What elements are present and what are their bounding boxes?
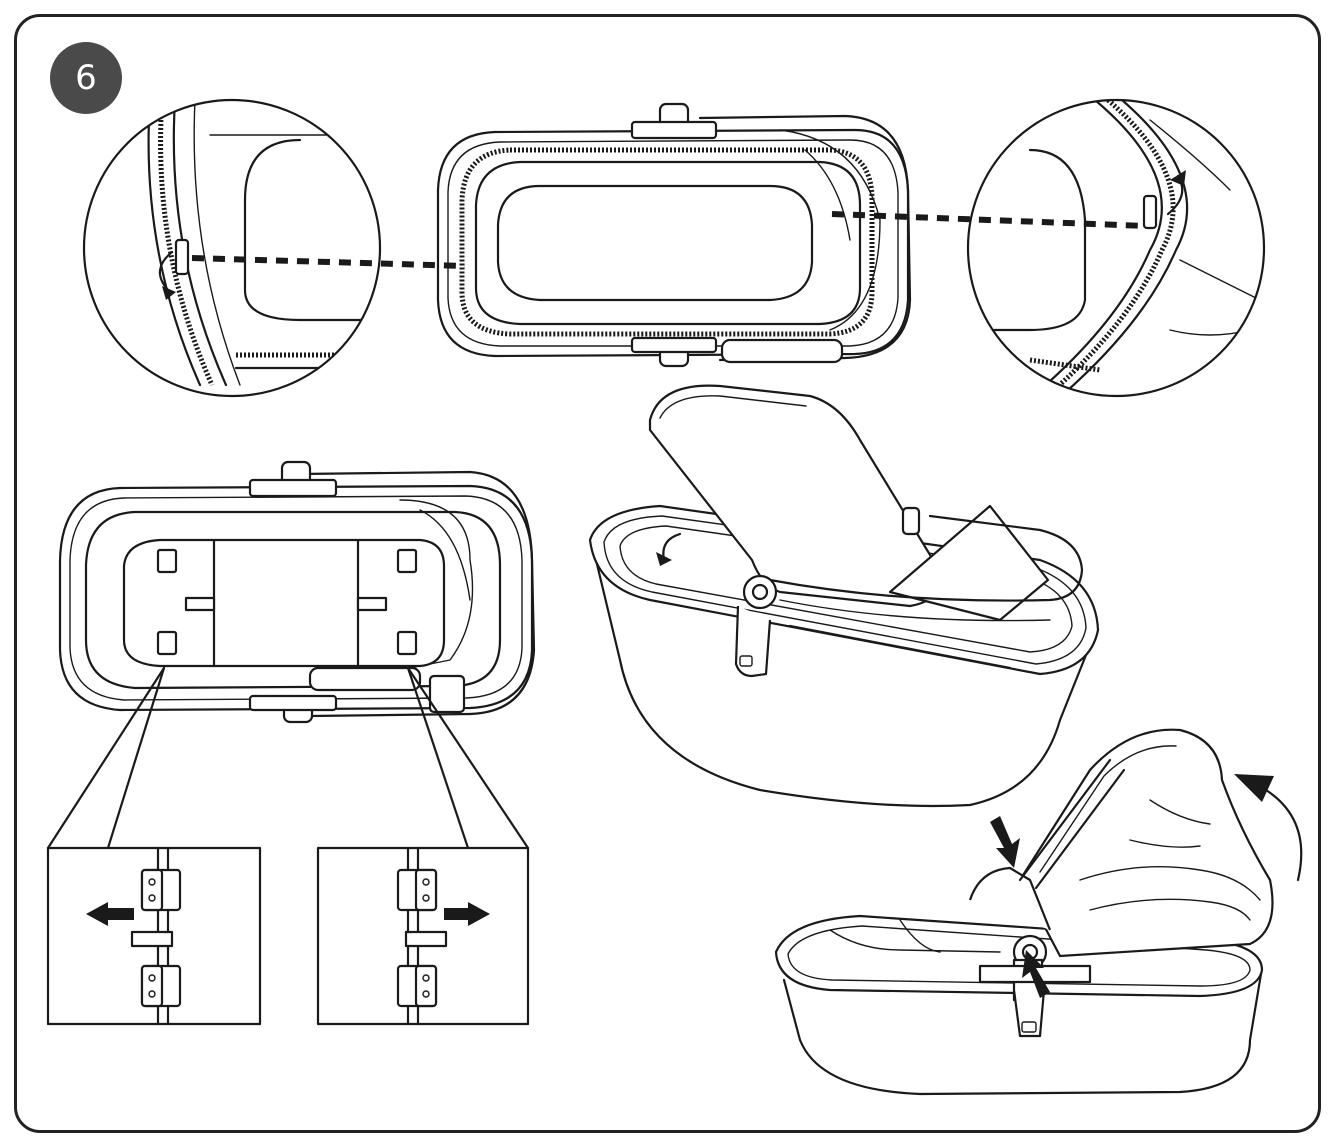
- hood-lift-icon: [1234, 774, 1303, 882]
- slide-left-icon: [86, 902, 134, 926]
- step-number: 6: [75, 58, 97, 98]
- connector-right: [831, 211, 1147, 229]
- zoom-circle-right: [966, 98, 1266, 398]
- zipper-pull-left: [174, 238, 190, 276]
- zipper-pull-right: [1142, 194, 1158, 230]
- detail-box-right: [316, 846, 530, 1026]
- detail-line-2: [106, 666, 166, 850]
- detail-box-left: [46, 846, 262, 1026]
- carrycot-hood-up: [774, 728, 1303, 1096]
- carrycot-lid-open: [588, 384, 1100, 808]
- detail-line-4: [406, 666, 530, 850]
- connector-left: [191, 255, 466, 269]
- zipper-open-left-icon: [158, 250, 174, 292]
- carrycot-underside-view: [58, 460, 536, 724]
- step-number-badge: 6: [50, 42, 122, 114]
- detail-line-1: [46, 666, 166, 850]
- press-points-icon: [990, 816, 1050, 998]
- slide-right-icon: [444, 902, 490, 926]
- zoom-circle-left: [82, 98, 382, 398]
- carrycot-top-view: [436, 102, 912, 368]
- detail-line-3: [406, 666, 470, 850]
